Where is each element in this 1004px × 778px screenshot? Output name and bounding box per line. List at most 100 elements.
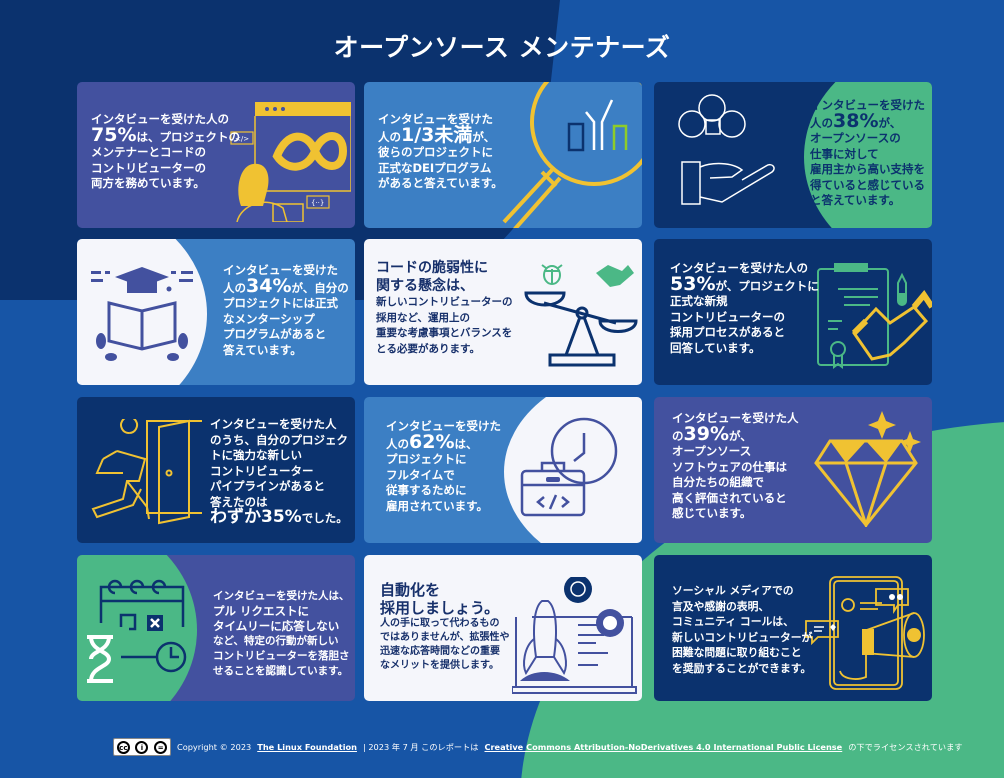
card-text-line: が、 <box>728 428 752 443</box>
card-text-line: 答えたのは <box>210 494 268 509</box>
svg-text:{··}: {··} <box>311 199 324 207</box>
card-text-line: コントリビューター <box>210 463 314 478</box>
card-text-line: を奨励することができます。 <box>672 661 812 675</box>
card-heading: 自動化を <box>380 581 441 599</box>
card-text-line: ソーシャル メディアでの <box>672 584 794 597</box>
card-text-line: が、プロジェクトに <box>715 278 819 293</box>
cc-icon: cc <box>116 740 130 754</box>
card-maintainer-contributor: インタビューを受けた人の 75%は、プロジェクトの メンテナーとコードの コント… <box>77 82 355 228</box>
card-text-line: が、 <box>472 129 496 144</box>
card-text-line: 人の <box>223 280 246 295</box>
card-text-line: 困難な問題に取り組むこと <box>672 646 802 659</box>
card-text-line: プロジェクトには正式 <box>223 296 338 310</box>
card-text-line: プログラムがあると <box>223 327 327 341</box>
person-door-icon <box>91 419 202 525</box>
card-text-line: 感じています。 <box>672 506 752 520</box>
card-text-line: 高く評価されていると <box>672 490 787 505</box>
card-text-line: なメリットを提供します。 <box>380 660 499 671</box>
card-text-line: 採用プロセスがあると <box>670 325 785 339</box>
card-heading: 採用しましょう。 <box>380 599 500 617</box>
contract-handshake-icon <box>817 263 932 369</box>
diamond-icon <box>814 411 921 527</box>
card-text-line: インタビューを受けた人 <box>210 417 337 431</box>
card-text-line: プル リクエストに <box>213 604 310 618</box>
card-heading: コードの脆弱性に <box>376 260 488 276</box>
card-discouraging-behaviors: インタビューを受けた人は、 プル リクエストに タイムリーに応答しない など、特… <box>77 555 355 701</box>
stat-highlight: 62% <box>409 430 455 453</box>
card-text-line: コントリビューターを落胆さ <box>213 650 350 662</box>
footer: cc i = Copyright © 2023 The Linux Founda… <box>113 738 962 756</box>
card-text-line: の <box>672 428 684 443</box>
card-automation: 自動化を 採用しましょう。 人の手に取って代わるもの ではありませんが、拡張性や… <box>364 555 642 701</box>
briefcase-clock-icon <box>520 417 618 517</box>
card-pipeline: インタビューを受けた人 のうち、自分のプロジェク トに強力な新しい コントリビュ… <box>77 397 355 543</box>
card-text-line: インタビューを受けた <box>386 419 501 433</box>
card-text-line: フルタイムで <box>386 467 455 482</box>
card-text-line: せることを認識しています。 <box>213 665 349 677</box>
svg-text:</>: </> <box>235 135 249 143</box>
stat-highlight: 38% <box>833 109 879 132</box>
card-employer-support: インタビューを受けた 人の38%が、 オープンソースの 仕事に対して 雇用主から… <box>654 82 932 228</box>
card-text-line: 雇用主から高い支持を <box>810 162 925 176</box>
card-text-line: があると答えています。 <box>378 176 503 190</box>
card-text-line: オープンソースの <box>810 131 901 145</box>
by-icon: i <box>135 740 149 754</box>
card-text-line: 正式な新規 <box>670 294 728 308</box>
card-text-line: 雇用されています。 <box>386 498 489 513</box>
card-onboarding-process: インタビューを受けた人の 53%が、プロジェクトに 正式な新規 コントリビュータ… <box>654 239 932 385</box>
linux-foundation-link[interactable]: The Linux Foundation <box>257 742 357 752</box>
page-title: オープンソース メンテナーズ <box>333 33 671 62</box>
stat-highlight: 75% <box>91 123 137 146</box>
card-text-line: インタビューを受けた人の <box>670 261 808 275</box>
card-text-line: プロジェクトに <box>386 452 467 466</box>
card-text-line: 言及や感謝の表明、 <box>672 599 770 613</box>
card-text-line: 正式なDEIプログラム <box>378 160 492 175</box>
card-text-line: インタビューを受けた人の <box>91 112 229 126</box>
license-intro-text: | 2023 年 7 月 このレポートは <box>362 742 479 752</box>
card-full-time: インタビューを受けた 人の62%は、 プロジェクトに フルタイムで 従事するため… <box>364 397 642 543</box>
nd-icon: = <box>154 740 168 754</box>
rocket-laptop-gears-icon <box>512 577 637 694</box>
card-text-line: インタビューを受けた人 <box>672 411 799 425</box>
card-valued-work: インタビューを受けた人 の39%が、 オープンソース ソフトウェアの仕事は 自分… <box>654 397 932 543</box>
card-text-line: 自分たちの組織で <box>672 475 764 489</box>
card-text-line: 人の <box>810 115 833 130</box>
card-text-line: インタビューを受けた人は、 <box>213 590 350 602</box>
card-code-vulnerability: コードの脆弱性に 関する懸念は、 新しいコントリビューターの 採用など、運用上の… <box>364 239 642 385</box>
card-mentorship: インタビューを受けた 人の34%が、自分の プロジェクトには正式 なメンターシッ… <box>77 239 355 385</box>
card-text-line: 人の手に取って代わるもの <box>380 618 500 629</box>
magnifier-hands-icon <box>502 82 642 228</box>
card-dei-program: インタビューを受けた 人の1/3未満が、 彼らのプロジェクトに 正式なDEIプロ… <box>364 82 642 228</box>
card-text-line: 新しいコントリビューターの <box>376 296 513 308</box>
card-text-line: 仕事に対して <box>810 146 879 161</box>
card-text-line: タイムリーに応答しない <box>213 619 340 633</box>
card-text-line: 迅速な応答時間などの重要 <box>380 646 500 657</box>
card-text-line: 得ていると感じている <box>810 177 925 192</box>
card-text-line: コントリビューターの <box>670 309 785 324</box>
card-text-line: 重要な考慮事項とバランスを <box>376 327 513 339</box>
card-text-line: 回答しています。 <box>670 340 761 355</box>
card-text-line: 人の <box>386 436 409 451</box>
card-text-line: なメンターシップ <box>223 311 315 326</box>
card-text-line: 答えています。 <box>223 342 302 357</box>
calendar-hourglass-icon <box>87 579 187 683</box>
card-text-line: が、 <box>878 115 902 130</box>
card-text-line: オープンソース <box>672 444 752 458</box>
card-text-line: 新しいコントリビューターが <box>672 630 813 644</box>
card-text-line: は、プロジェクトの <box>136 129 240 144</box>
cc-license-link[interactable]: Creative Commons Attribution-NoDerivativ… <box>484 742 843 752</box>
stat-highlight: わずか35% <box>210 507 302 527</box>
stat-highlight: 34% <box>246 274 292 297</box>
stat-highlight: 39% <box>683 422 729 445</box>
card-text-line: 両方を務めています。 <box>91 176 205 190</box>
card-text-line: など、特定の行動が新しい <box>213 635 339 647</box>
card-text-line: とる必要があります。 <box>376 342 480 355</box>
card-text-line: のうち、自分のプロジェク <box>210 432 348 447</box>
license-suffix-text: の下でライセンスされています <box>848 742 963 752</box>
card-text-line: 彼らのプロジェクトに <box>378 145 493 159</box>
cc-license-badge[interactable]: cc i = <box>113 738 171 756</box>
card-text-line: パイプラインがあると <box>210 479 325 493</box>
card-text-line: インタビューを受けた <box>810 98 925 112</box>
card-text-line: ではありませんが、拡張性や <box>380 632 510 643</box>
balance-scale-icon <box>524 264 638 367</box>
